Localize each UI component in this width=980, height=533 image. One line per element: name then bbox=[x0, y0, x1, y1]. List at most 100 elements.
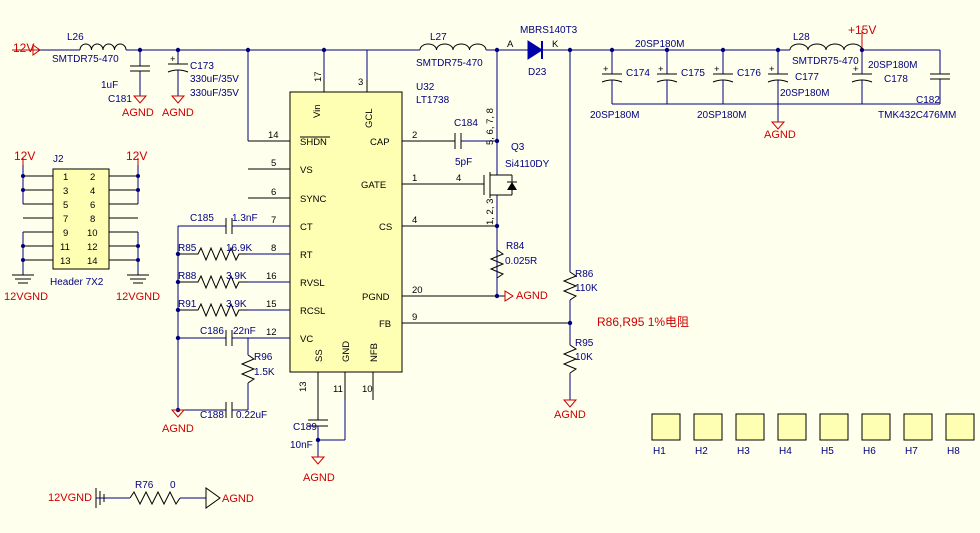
header-pin: 3 bbox=[63, 186, 68, 197]
c173-value-2: 330uF/35V bbox=[190, 88, 239, 99]
agnd-label: AGND bbox=[162, 107, 194, 119]
q3-source-pins: 1, 2, 3 bbox=[485, 199, 496, 225]
c176-value: 20SP180M bbox=[697, 110, 746, 121]
node-a-label: A bbox=[507, 39, 514, 50]
pin-name-nfb: NFB bbox=[369, 343, 380, 362]
ic-u32-body bbox=[289, 91, 403, 373]
pin-name-ct: CT bbox=[300, 222, 313, 233]
header-12v-left: 12V bbox=[14, 149, 35, 163]
hole-label: H2 bbox=[695, 446, 708, 457]
pin-num-vin: 17 bbox=[313, 71, 324, 82]
net-port-arrow bbox=[32, 44, 41, 56]
pin-name-pgnd: PGND bbox=[362, 292, 390, 303]
pin-num-fb: 9 bbox=[412, 312, 417, 323]
hole-label: H5 bbox=[821, 446, 834, 457]
mounting-hole bbox=[819, 413, 849, 441]
header-pin: 10 bbox=[87, 228, 98, 239]
header-pin: 1 bbox=[63, 172, 68, 183]
l28-ref: L28 bbox=[793, 32, 810, 43]
ic-left-pins bbox=[248, 136, 330, 339]
capacitor-c181 bbox=[130, 50, 150, 104]
pin-num-pgnd: 20 bbox=[412, 285, 423, 296]
r96-ref: R96 bbox=[254, 352, 273, 363]
hole-label: H1 bbox=[653, 446, 666, 457]
pin-num-vs: 5 bbox=[271, 158, 276, 169]
inductor-l28 bbox=[789, 43, 863, 51]
ic-top-pins bbox=[323, 80, 368, 92]
net-plus15v: +15V bbox=[848, 23, 876, 37]
pin-num-shdn: 14 bbox=[268, 130, 279, 141]
header-pin: 2 bbox=[90, 172, 95, 183]
pin-name-ss: SS bbox=[314, 349, 325, 362]
pin-num-gcl: 3 bbox=[358, 77, 363, 88]
pin-num-vc: 12 bbox=[266, 327, 277, 338]
mounting-hole bbox=[903, 413, 933, 441]
capacitor-c176: + bbox=[712, 64, 734, 104]
pin-num-cap: 2 bbox=[412, 130, 417, 141]
pin-num-nfb: 10 bbox=[362, 384, 373, 395]
agnd-label: AGND bbox=[122, 107, 154, 119]
hole-label: H4 bbox=[779, 446, 792, 457]
header-pin: 9 bbox=[63, 228, 68, 239]
agnd-label: AGND bbox=[303, 472, 335, 484]
pin-num-rcsl: 15 bbox=[266, 299, 277, 310]
l27-value: SMTDR75-470 bbox=[416, 58, 483, 69]
mounting-hole bbox=[735, 413, 765, 441]
header-pin: 13 bbox=[60, 256, 71, 267]
d23-value: MBRS140T3 bbox=[520, 25, 578, 36]
c181-ref: C181 bbox=[108, 94, 132, 105]
header-pin: 6 bbox=[90, 200, 95, 211]
header-12v-right: 12V bbox=[126, 149, 147, 163]
header-gnd-left: 12VGND bbox=[4, 291, 48, 303]
ic-right-pins bbox=[402, 140, 570, 324]
pin-num-ss: 13 bbox=[298, 381, 309, 392]
pin-name-vc: VC bbox=[300, 334, 313, 345]
agnd-label: AGND bbox=[516, 290, 548, 302]
mounting-hole bbox=[777, 413, 807, 441]
inductor-l27 bbox=[419, 43, 528, 51]
capacitor-c174: + bbox=[601, 64, 623, 104]
net-12vgnd: 12VGND bbox=[48, 492, 92, 504]
r96-value: 1.5K bbox=[254, 367, 275, 378]
header-gnd-right: 12VGND bbox=[116, 291, 160, 303]
mosfet-q3 bbox=[483, 50, 517, 296]
c181-value: 1uF bbox=[101, 80, 118, 91]
header-pin: 12 bbox=[87, 242, 98, 253]
pin-name-vs: VS bbox=[300, 165, 313, 176]
l26-value: SMTDR75-470 bbox=[52, 54, 119, 65]
d23-ref: D23 bbox=[528, 67, 547, 78]
output-cap-label: 20SP180M bbox=[635, 39, 684, 50]
l26-ref: L26 bbox=[67, 32, 84, 43]
c178-ref: C178 bbox=[884, 74, 908, 85]
r91-value: 3.9K bbox=[226, 299, 247, 310]
header-pin: 14 bbox=[87, 256, 98, 267]
header-pin: 7 bbox=[63, 214, 68, 225]
r84-ref: R84 bbox=[506, 241, 525, 252]
divider-note: R86,R95 1%电阻 bbox=[597, 315, 689, 329]
c178-value: 20SP180M bbox=[868, 60, 917, 71]
ic-part: LT1738 bbox=[416, 95, 450, 106]
c174-value: 20SP180M bbox=[590, 110, 639, 121]
pin-name-gate: GATE bbox=[361, 180, 386, 191]
q3-gate-pin: 4 bbox=[456, 173, 461, 184]
agnd-label: AGND bbox=[554, 409, 586, 421]
mounting-holes bbox=[651, 413, 975, 441]
q3-value: Si4110DY bbox=[505, 159, 550, 170]
hole-label: H6 bbox=[863, 446, 876, 457]
ic-bottom-pins bbox=[317, 372, 374, 420]
timing-network bbox=[170, 218, 256, 418]
q3-ref: Q3 bbox=[511, 142, 525, 153]
l27-ref: L27 bbox=[430, 32, 447, 43]
c177-value: 20SP180M bbox=[780, 88, 829, 99]
hole-label: H3 bbox=[737, 446, 750, 457]
pin-name-cap: CAP bbox=[370, 137, 390, 148]
pin-name-gcl: GCL bbox=[364, 108, 375, 128]
header-ref: J2 bbox=[53, 154, 64, 165]
r88-value: 3.9K bbox=[226, 271, 247, 282]
mounting-hole bbox=[945, 413, 975, 441]
r76-value: 0 bbox=[170, 480, 176, 491]
header-pin: 5 bbox=[63, 200, 68, 211]
c185-value: 1.3nF bbox=[232, 213, 258, 224]
c188-value: 0.22uF bbox=[236, 410, 267, 421]
